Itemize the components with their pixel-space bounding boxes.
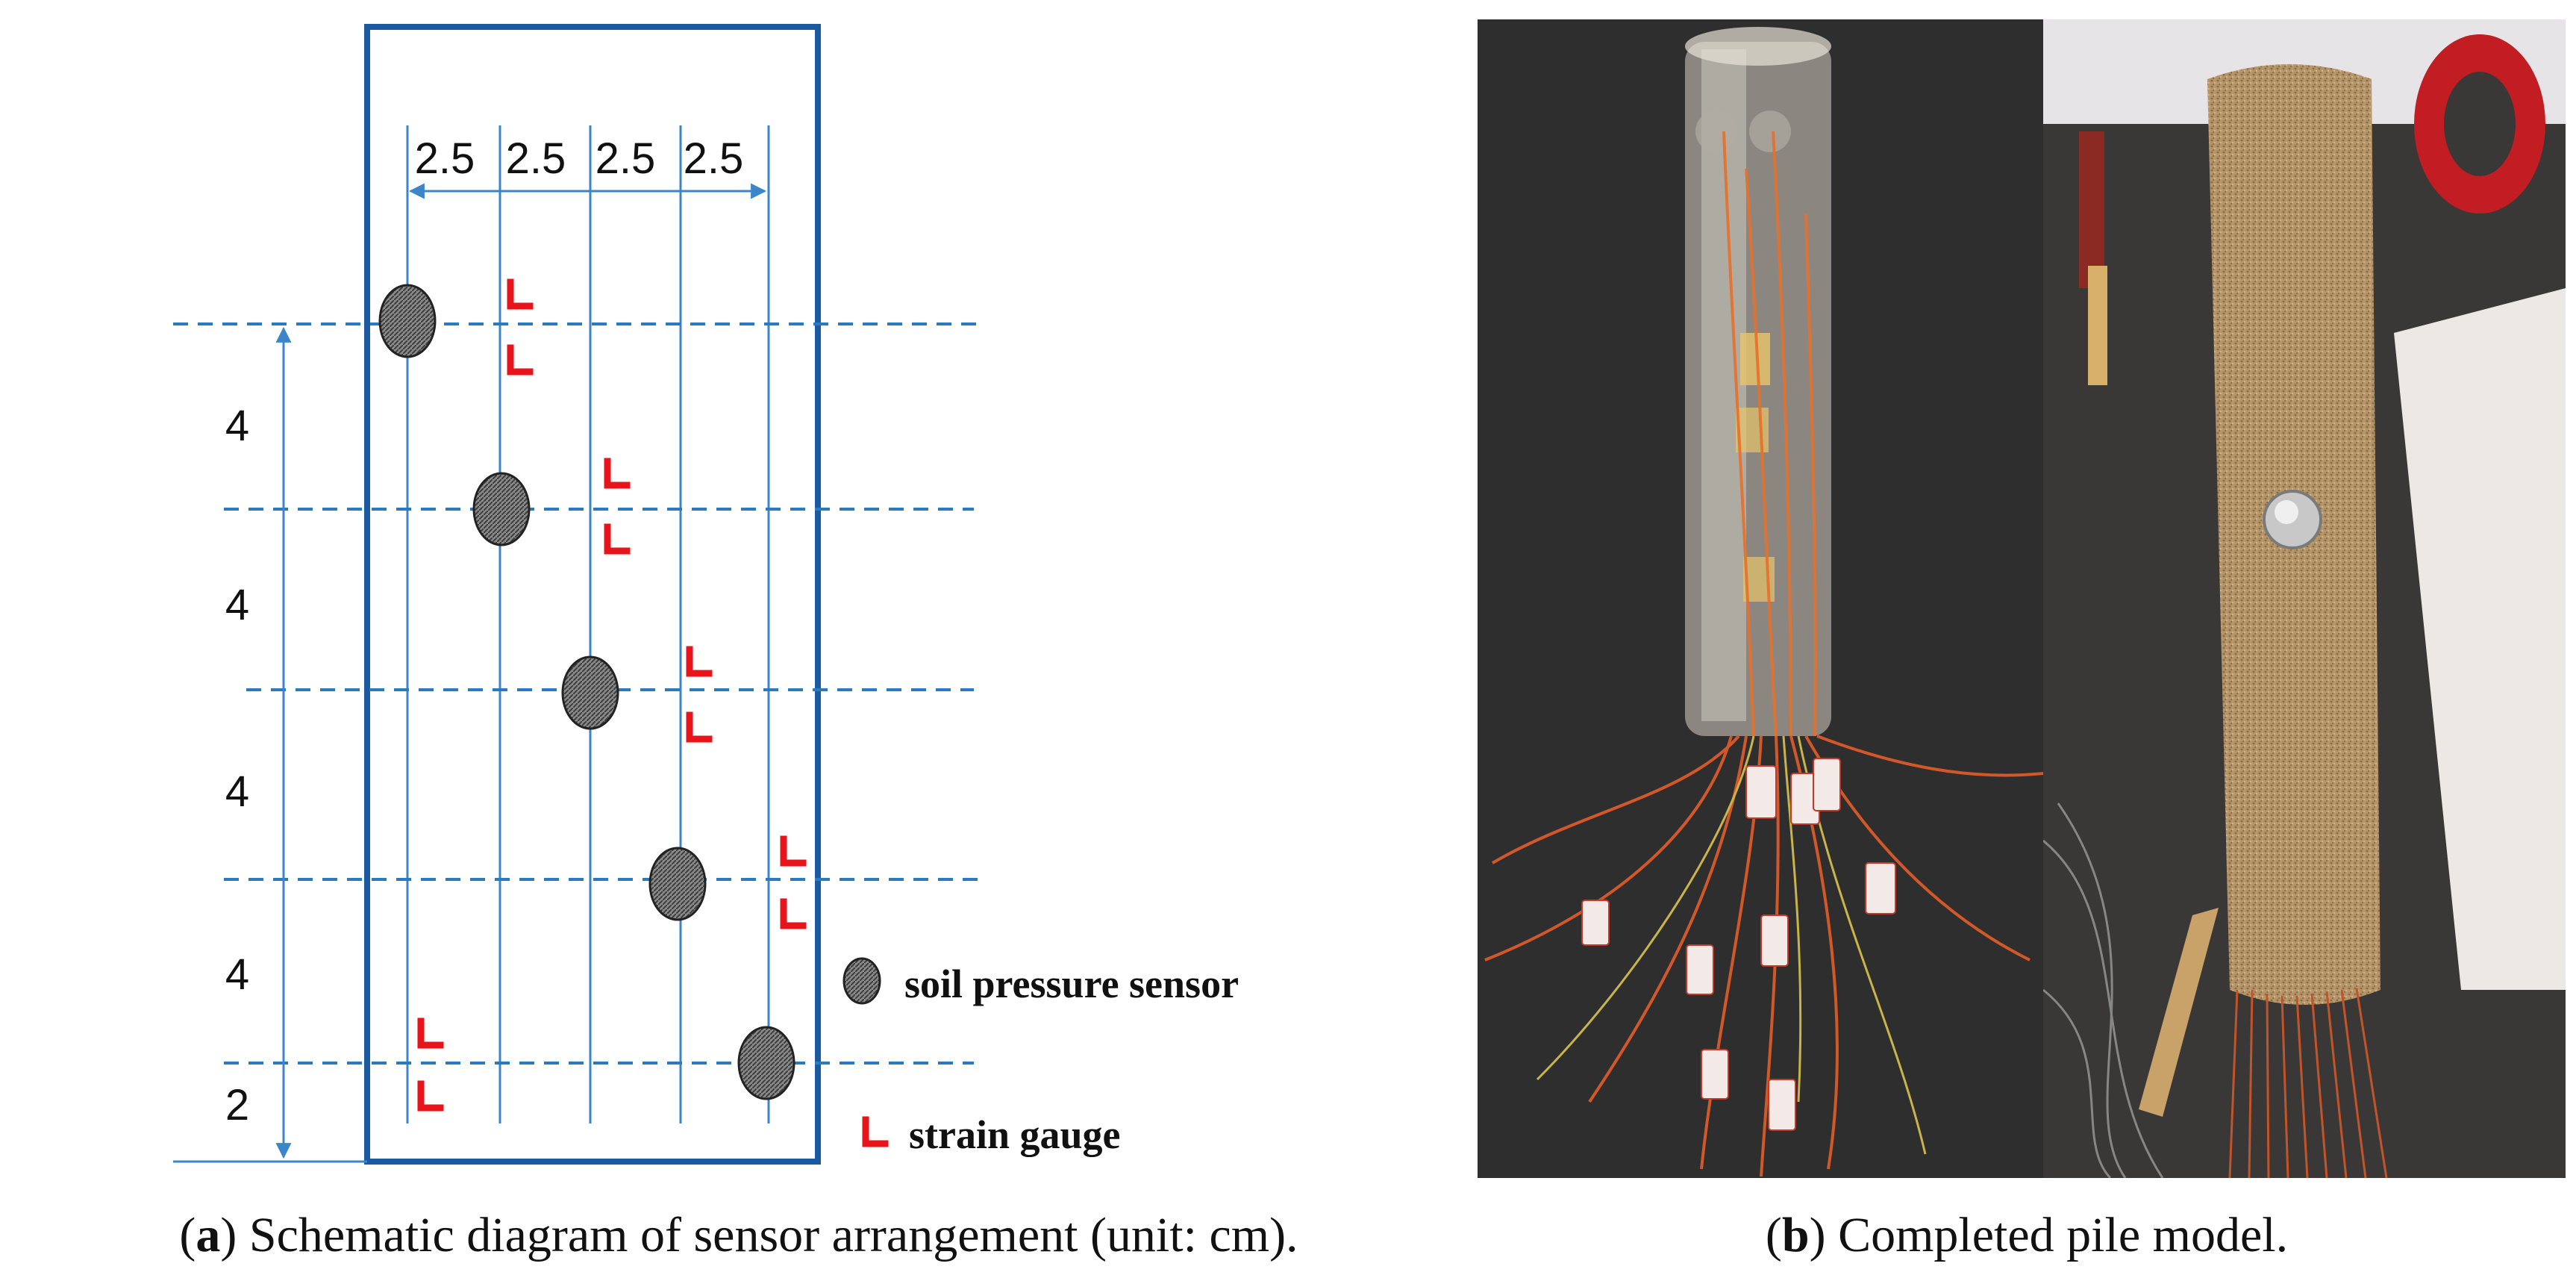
caption-a-letter: a (196, 1208, 221, 1262)
strain-gauge-icon (507, 278, 534, 310)
legend-sensor-icon (842, 957, 881, 1005)
level-lines (173, 322, 984, 1065)
soil-pressure-sensor (648, 847, 707, 921)
depth-label: 4 (225, 767, 249, 816)
legend-sensor-label: soil pressure sensor (904, 962, 1239, 1006)
caption-b-letter: b (1781, 1208, 1810, 1262)
vertical-guide-lines (406, 125, 770, 1124)
depth-label: 2 (225, 1081, 249, 1129)
soil-pressure-sensor (737, 1026, 795, 1100)
strain-gauge-icon (686, 711, 713, 743)
photo-transparent-pile (1478, 19, 2043, 1178)
legend: soil pressure sensor strain gauge (842, 957, 1239, 1157)
strain-gauge-icon (780, 898, 807, 929)
spacing-label: 2.5 (684, 134, 744, 183)
spacing-label: 2.5 (595, 134, 656, 183)
strain-gauge-icon (417, 1080, 444, 1112)
caption-a-close-paren: ) (220, 1208, 237, 1262)
soil-pressure-sensor (378, 284, 437, 358)
sensor-arrangement-diagram: 2.5 2.5 2.5 2.5 4 4 4 4 2 (173, 24, 1239, 1165)
soil-pressure-sensor (472, 472, 531, 546)
strain-gauge-icon (780, 835, 807, 867)
caption-b-open-paren: ( (1765, 1208, 1782, 1262)
strain-gauge-icon (604, 523, 631, 555)
caption-b-close-paren: ) (1809, 1208, 1826, 1262)
strain-gauge-icon (417, 1017, 444, 1049)
strain-gauge-icon (686, 646, 713, 677)
spacing-label: 2.5 (506, 134, 566, 183)
strain-gauges (417, 278, 807, 1112)
soil-pressure-sensor (561, 655, 619, 730)
caption-b: (b) Completed pile model. (1478, 1194, 2576, 1277)
legend-strain-gauge-icon (862, 1116, 889, 1147)
depth-label: 4 (225, 950, 249, 999)
caption-a-text: Schematic diagram of sensor arrangement … (237, 1208, 1298, 1262)
caption-a-open-paren: ( (179, 1208, 196, 1262)
spacing-label: 2.5 (415, 134, 475, 183)
strain-gauge-icon (507, 344, 534, 375)
pile-frame (364, 24, 821, 1165)
strain-gauge-icon (604, 458, 631, 489)
depth-label: 4 (225, 402, 249, 450)
legend-gauge-label: strain gauge (909, 1112, 1121, 1157)
caption-a: (a) Schematic diagram of sensor arrangem… (0, 1194, 1478, 1277)
depth-label: 4 (225, 581, 249, 629)
caption-b-text: Completed pile model. (1825, 1208, 2289, 1262)
soil-pressure-sensors (378, 284, 795, 1100)
photo-sand-coated-pile (2043, 19, 2566, 1178)
